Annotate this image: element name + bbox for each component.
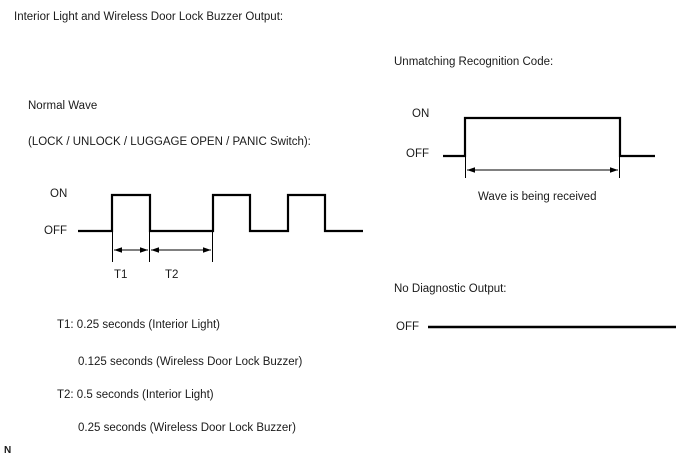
unmatching-axis-label-off: OFF: [406, 148, 429, 160]
dimension-arrowhead-t1-left: [114, 247, 122, 253]
timing-spec-t2-interior-light: T2: 0.5 seconds (Interior Light): [57, 389, 214, 401]
normal-wave-dimension-label-t2: T2: [165, 269, 179, 281]
dimension-arrowhead-t1-right: [140, 247, 148, 253]
section-title-unmatching-recognition-code: Unmatching Recognition Code:: [394, 56, 554, 68]
normal-wave-axis-label-on: ON: [50, 188, 68, 200]
page-title: Interior Light and Wireless Door Lock Bu…: [14, 11, 284, 23]
unmatching-dimension-caption: Wave is being received: [478, 191, 597, 203]
dimension-arrowhead-t2-left: [151, 247, 159, 253]
section-title-normal-wave: Normal Wave: [28, 100, 98, 112]
dimension-arrowhead-right: [610, 167, 618, 173]
section-subtitle-normal-wave-switches: (LOCK / UNLOCK / LUGGAGE OPEN / PANIC Sw…: [28, 136, 311, 148]
corner-mark: N: [4, 445, 12, 456]
waveform-trace: [78, 193, 363, 233]
no-diagnostic-axis-label-off: OFF: [396, 321, 419, 333]
dimension-arrowhead-left: [467, 167, 475, 173]
timing-spec-t1-wireless-buzzer: 0.125 seconds (Wireless Door Lock Buzzer…: [78, 356, 303, 368]
section-title-no-diagnostic-output: No Diagnostic Output:: [394, 283, 507, 295]
waveform-trace: [443, 116, 655, 158]
timing-spec-t1-interior-light: T1: 0.25 seconds (Interior Light): [57, 319, 220, 331]
normal-wave-axis-label-off: OFF: [44, 225, 67, 237]
no-diagnostic-output-waveform: [428, 325, 676, 329]
unmatching-recognition-code-waveform: [443, 116, 655, 178]
unmatching-axis-label-on: ON: [412, 108, 430, 120]
dimension-arrowhead-t2-right: [203, 247, 211, 253]
normal-wave-dimension-label-t1: T1: [114, 269, 128, 281]
timing-spec-t2-wireless-buzzer: 0.25 seconds (Wireless Door Lock Buzzer): [78, 422, 296, 434]
normal-wave-waveform: [78, 193, 363, 262]
